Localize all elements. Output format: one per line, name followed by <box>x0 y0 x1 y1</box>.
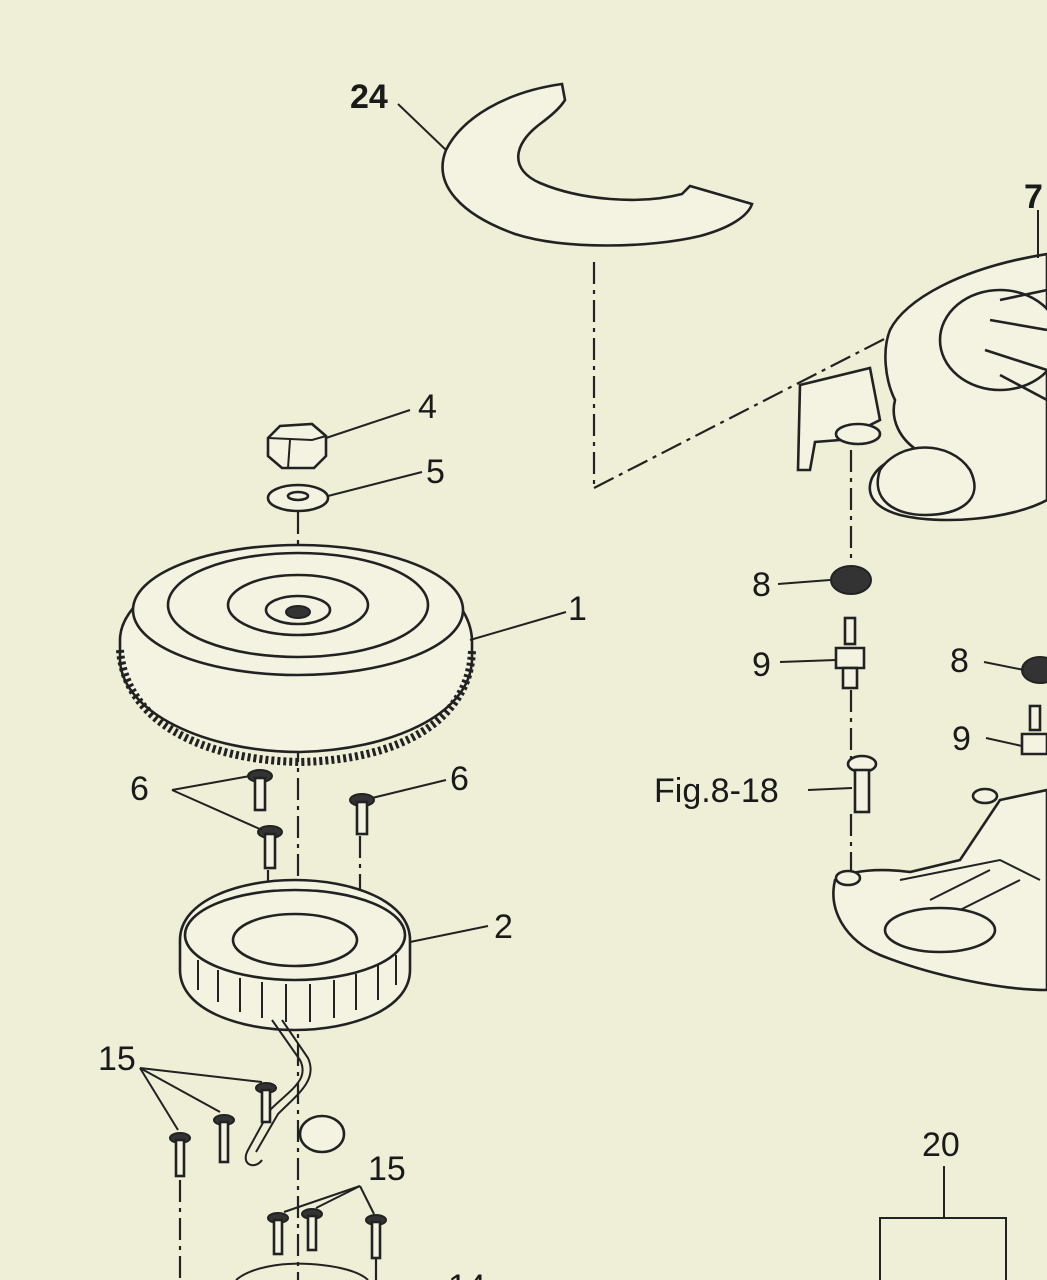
leader-fig <box>807 787 853 791</box>
stator-wire-2 <box>255 1019 312 1153</box>
label-14: 14 <box>448 1268 486 1280</box>
part-1-flywheel <box>116 543 476 767</box>
leader-4 <box>325 409 411 439</box>
fig-8-18-bolt <box>846 754 878 814</box>
leader-15a-3 <box>139 1067 263 1083</box>
part-8-cap-right <box>1021 656 1047 684</box>
label-9a: 9 <box>752 646 771 684</box>
part-4-nut <box>266 422 328 470</box>
leader-15b-1 <box>283 1185 361 1213</box>
label-fig: Fig.8-18 <box>654 772 779 810</box>
label-5: 5 <box>426 453 445 491</box>
label-6b: 6 <box>450 760 469 798</box>
leader-15a-2 <box>139 1067 221 1113</box>
label-15a: 15 <box>98 1040 136 1078</box>
bracket-20 <box>879 1217 1007 1280</box>
housing-base <box>832 787 1047 992</box>
leader-6b <box>371 779 447 799</box>
connector <box>298 1114 346 1154</box>
leader-1 <box>469 611 567 641</box>
leader-15b-3 <box>359 1185 375 1215</box>
leader-5 <box>327 471 423 497</box>
leader-15b-2 <box>315 1185 361 1209</box>
part-9-spark-plug-left <box>834 616 866 690</box>
label-7: 7 <box>1024 178 1043 216</box>
part-15-screws-lower <box>267 1208 387 1260</box>
leader-9b <box>985 737 1023 747</box>
leader-6a-1 <box>171 775 251 791</box>
label-1: 1 <box>568 590 587 628</box>
part-6-bolts <box>247 769 375 870</box>
part-2-stator <box>178 878 412 1032</box>
leader-2 <box>409 925 489 943</box>
part-5-washer <box>266 483 330 513</box>
label-9b: 9 <box>952 720 971 758</box>
part-9-spark-plug-right <box>1020 704 1047 756</box>
leader-9a <box>779 659 837 663</box>
part-24-plate <box>441 82 754 247</box>
label-2: 2 <box>494 908 513 946</box>
label-6a: 6 <box>130 770 149 808</box>
leader-6a-2 <box>171 789 263 831</box>
part-15-screws-upper <box>169 1082 277 1178</box>
part-14-partial <box>235 1262 369 1280</box>
label-24: 24 <box>350 78 388 116</box>
label-8b: 8 <box>950 642 969 680</box>
label-20: 20 <box>922 1126 960 1164</box>
label-8a: 8 <box>752 566 771 604</box>
label-15b: 15 <box>368 1150 406 1188</box>
leader-8a <box>777 579 831 585</box>
stator-wire <box>244 1019 304 1167</box>
part-8-cap-left <box>830 565 872 595</box>
leader-24 <box>397 103 447 151</box>
label-4: 4 <box>418 388 437 426</box>
part-7-housing <box>796 252 1047 522</box>
leader-8b <box>983 661 1025 671</box>
leader-15a-1 <box>139 1067 179 1131</box>
